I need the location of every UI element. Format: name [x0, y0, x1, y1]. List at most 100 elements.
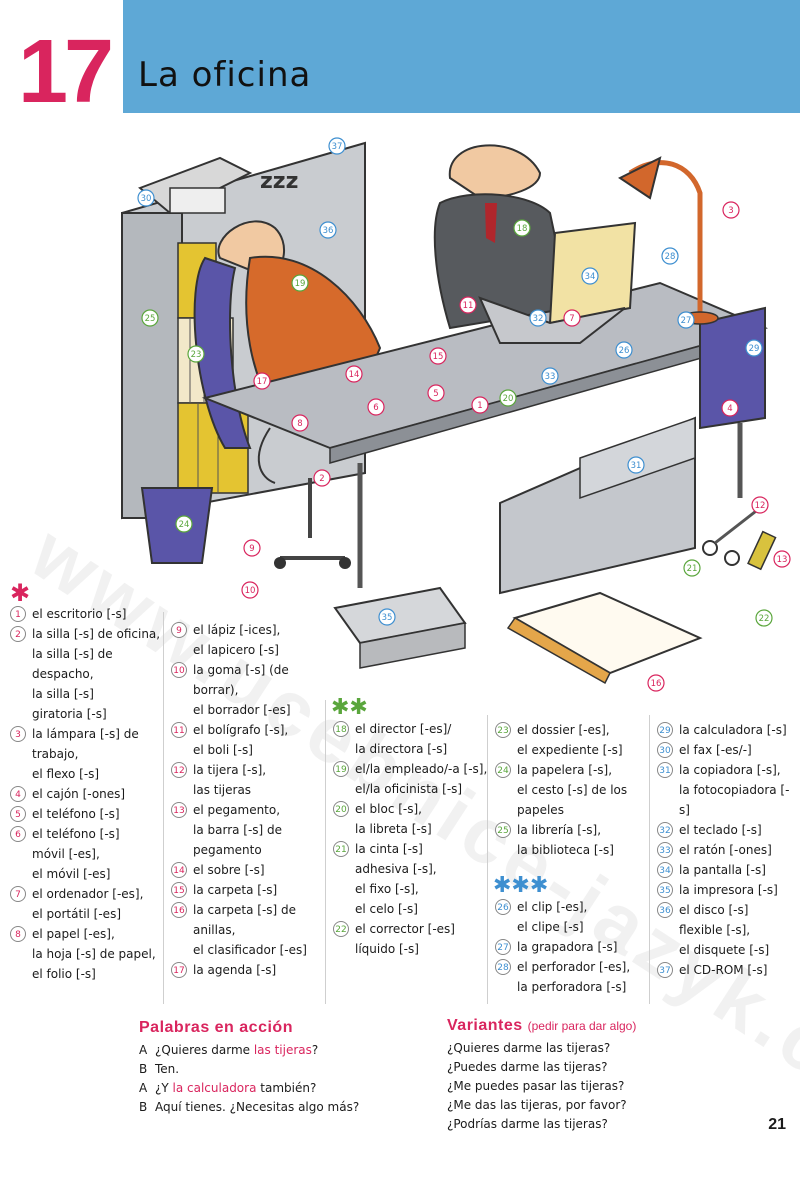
binder-drawing	[506, 591, 703, 685]
dialog-line: A¿Y la calculadora también?	[139, 1079, 429, 1098]
vocab-text: trabajo,	[32, 747, 79, 761]
svg-text:8: 8	[297, 419, 302, 429]
callout-35: 35	[378, 608, 396, 626]
item-number-badge: 15	[171, 882, 187, 898]
svg-text:23: 23	[191, 350, 202, 360]
vocab-text: móvil [-es],	[32, 847, 100, 861]
vocab-text: la fotocopiadora [-s]	[679, 783, 790, 817]
item-number-badge: 1	[10, 606, 26, 622]
callout-6: 6	[367, 398, 385, 416]
vocab-text: el escritorio [-s]	[32, 607, 127, 621]
svg-text:18: 18	[517, 224, 528, 234]
vocab-text: el boli [-s]	[193, 743, 253, 757]
callout-8: 8	[291, 414, 309, 432]
vocab-text: la tijera [-s],	[193, 763, 267, 777]
item-number-badge: 21	[333, 841, 349, 857]
callout-10: 10	[241, 581, 259, 599]
palabras-heading: Palabras en acción	[139, 1019, 293, 1036]
title-band	[123, 0, 800, 113]
item-number-badge: 26	[495, 899, 511, 915]
vocab-item: 15 la carpeta [-s]	[169, 880, 324, 900]
column-divider	[649, 715, 650, 1004]
callout-4: 4	[721, 399, 739, 417]
variant-phrase: ¿Me das las tijeras, por favor?	[447, 1098, 627, 1112]
callout-34: 34	[581, 267, 599, 285]
vocab-text: el dossier [-es],	[517, 723, 610, 737]
callout-27: 27	[677, 311, 695, 329]
item-number-badge: 27	[495, 939, 511, 955]
asterisk-marker-1: ✱	[10, 579, 31, 607]
item-number-badge: 25	[495, 822, 511, 838]
svg-text:29: 29	[749, 344, 760, 354]
callout-36: 36	[319, 221, 337, 239]
speaker-label: A	[139, 1081, 148, 1095]
svg-text:34: 34	[585, 272, 596, 282]
svg-text:4: 4	[727, 404, 732, 414]
svg-text:1: 1	[477, 401, 482, 411]
variantes-note: (pedir para dar algo)	[527, 1019, 637, 1033]
vocab-text: la lámpara [-s] de	[32, 727, 139, 741]
vocab-text: la calculadora [-s]	[679, 723, 787, 737]
vocab-text: la hoja [-s] de papel,	[32, 947, 156, 961]
callout-9: 9	[243, 539, 261, 557]
vocab-item: 4 el cajón [-ones]	[8, 784, 168, 804]
vocab-text: el cajón [-ones]	[32, 787, 126, 801]
vocab-text: la agenda [-s]	[193, 963, 277, 977]
vocab-text: el/la empleado/-a [-s],	[355, 762, 488, 776]
callout-19: 19	[291, 274, 309, 292]
vocab-text: la carpeta [-s] de	[193, 903, 297, 917]
vocab-text: la biblioteca [-s]	[517, 843, 614, 857]
highlighted-term: las tijeras	[253, 1043, 312, 1057]
item-number-badge: 12	[171, 762, 187, 778]
svg-text:36: 36	[323, 226, 334, 236]
svg-text:21: 21	[687, 564, 698, 574]
callout-21: 21	[683, 559, 701, 577]
vocab-text: la copiadora [-s],	[679, 763, 781, 777]
vocab-text: el CD-ROM [-s]	[679, 963, 768, 977]
item-number-badge: 4	[10, 786, 26, 802]
glue-drawing	[747, 530, 777, 571]
item-number-badge: 2	[10, 626, 26, 642]
director-drawing	[433, 144, 572, 330]
vocab-item: 1 el escritorio [-s]	[8, 604, 168, 624]
vocab-item: 31 la copiadora [-s], la fotocopiadora [-s…	[655, 760, 800, 820]
item-number-badge: 14	[171, 862, 187, 878]
vocab-text: la carpeta [-s]	[193, 883, 278, 897]
svg-text:2: 2	[319, 474, 324, 484]
fax-drawing	[138, 156, 253, 215]
svg-text:12: 12	[755, 501, 766, 511]
item-number-badge: 31	[657, 762, 673, 778]
scissors-drawing	[702, 506, 761, 566]
column-divider	[325, 700, 326, 1004]
vocab-text: la impresora [-s]	[679, 883, 778, 897]
vocab-text: líquido [-s]	[355, 942, 419, 956]
item-number-badge: 3	[10, 726, 26, 742]
variant-phrase: ¿Quieres darme las tijeras?	[447, 1041, 611, 1055]
callout-11: 11	[459, 296, 477, 314]
vocab-text: el clip [-es],	[517, 900, 588, 914]
svg-text:15: 15	[433, 352, 444, 362]
vocab-text: el portátil [-es]	[32, 907, 121, 921]
vocab-text: la silla [-s]	[32, 687, 94, 701]
page-number: 21	[768, 1116, 786, 1133]
vocab-text: el teléfono [-s]	[32, 807, 120, 821]
vocab-text: anillas,	[193, 923, 236, 937]
callout-7: 7	[563, 309, 581, 327]
vocab-text: el clasificador [-es]	[193, 943, 307, 957]
